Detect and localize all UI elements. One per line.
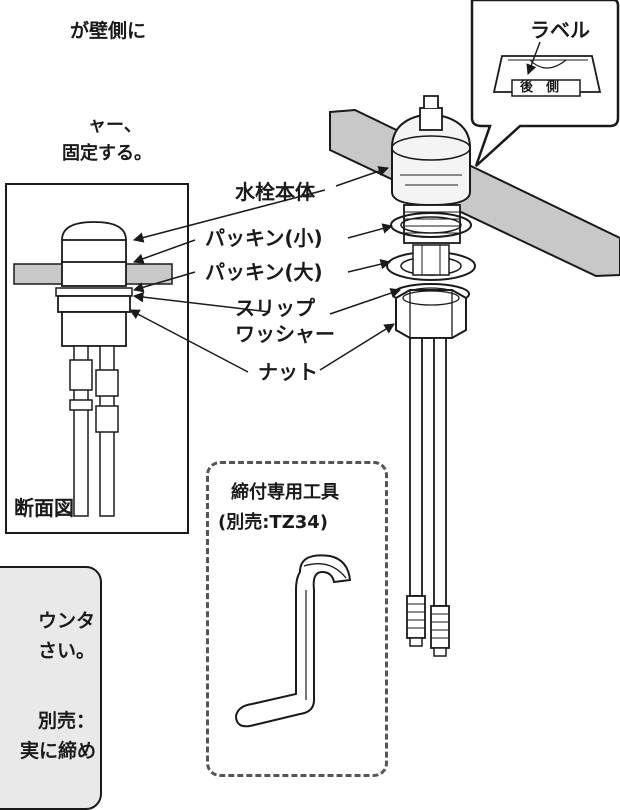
instruction-line-3: 固定する。 [62, 143, 152, 164]
supply-hoses [406, 337, 450, 657]
section-drawing [13, 221, 173, 517]
leader-body-section [132, 189, 326, 243]
tool-note: (別売:TZ34) [218, 512, 329, 533]
part-label-packing-small: パッキン(小) [205, 226, 323, 250]
label-callout [470, 0, 620, 167]
leader-packing-large-section [132, 271, 196, 293]
leader-packing-small [347, 223, 394, 239]
leader-slip-section [132, 291, 271, 313]
note-line-4: 実に締め [20, 740, 97, 762]
part-label-nut: ナット [258, 360, 318, 384]
counter-slab [329, 108, 620, 278]
leader-nut-section [129, 309, 249, 373]
tightening-tool [234, 554, 352, 728]
leader-packing-large [347, 259, 392, 273]
part-label-packing-large: パッキン(大) [205, 260, 323, 284]
label-title: ラベル [530, 18, 590, 42]
leader-slip [329, 288, 401, 315]
part-label-slip-1: スリップ [235, 296, 315, 320]
section-view-title: 断面図 [14, 496, 74, 520]
note-line-3: 別売： [38, 710, 96, 732]
part-label-slip-2: ワッシャー [235, 322, 335, 346]
packing-large [386, 244, 476, 281]
instruction-line-2: ャー、 [88, 115, 142, 136]
note-line-2: さい。 [38, 640, 96, 662]
installation-diagram [13, 0, 620, 728]
leader-body [335, 166, 389, 187]
part-label-body: 水栓本体 [235, 180, 315, 204]
leader-packing-small-section [133, 239, 196, 264]
faucet-body [391, 95, 471, 207]
tool-frame [206, 461, 388, 777]
leader-lines [129, 166, 401, 373]
hex-nut [395, 289, 467, 339]
note-line-1: ウンタ [38, 610, 96, 632]
label-sticker-text: 後 側 [520, 80, 560, 95]
tool-name: 締付専用工具 [231, 482, 339, 503]
note-box [0, 566, 102, 810]
leader-nut [319, 323, 395, 371]
instruction-line-1: が壁側に [70, 20, 147, 42]
